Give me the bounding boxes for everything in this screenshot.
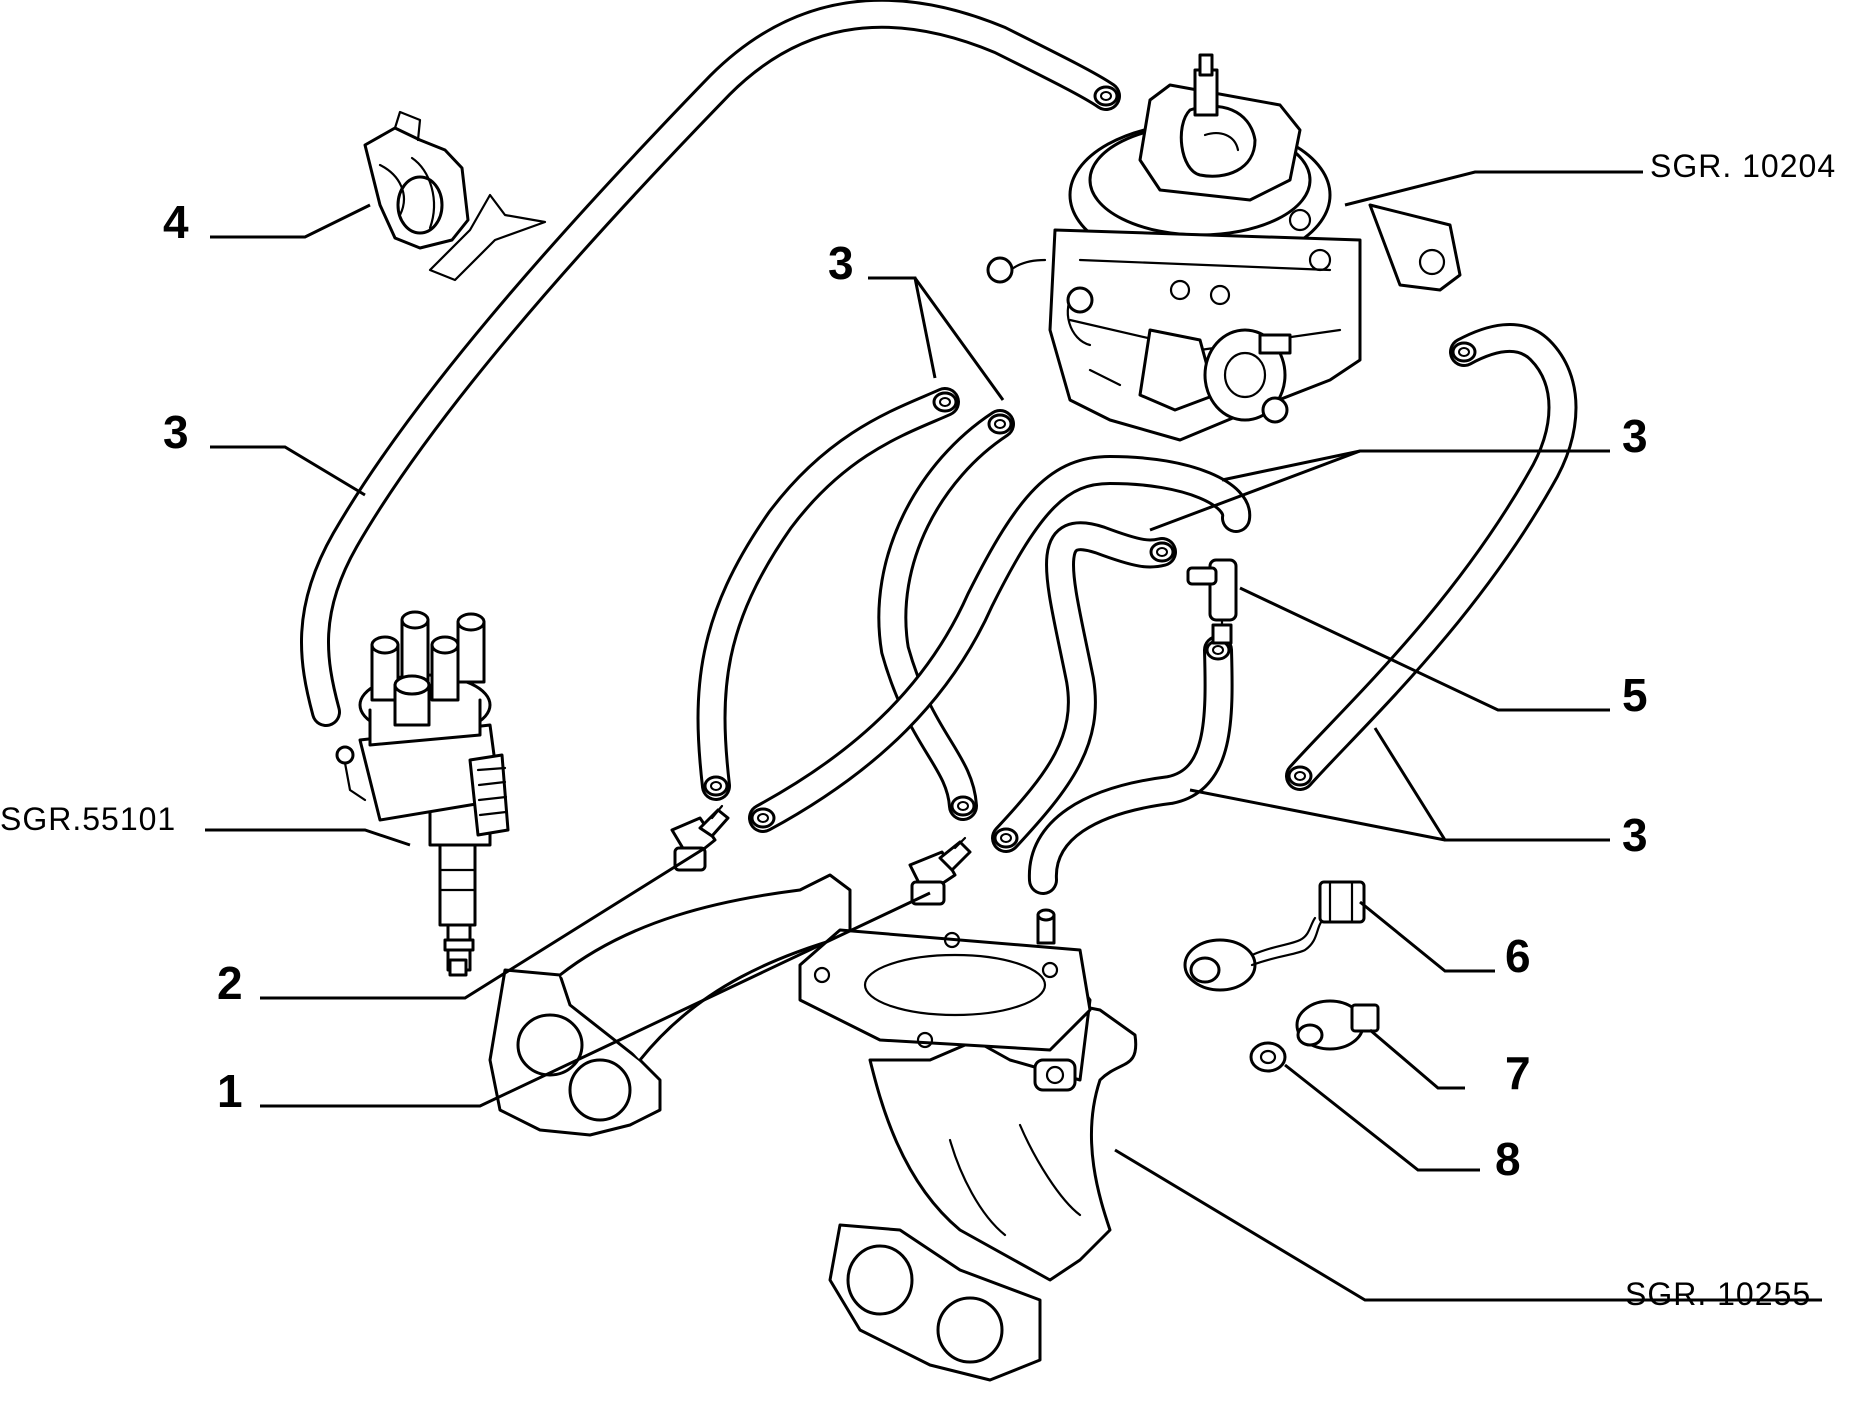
leader-lines <box>205 170 1822 1302</box>
hose-s-curve <box>991 521 1177 853</box>
intake-manifold <box>488 873 1138 1382</box>
ignition-distributor <box>335 610 510 977</box>
carburettor-assembly <box>986 53 1462 442</box>
reference-carburettor: SGR. 10204 <box>1650 148 1836 184</box>
hose-center-left <box>696 387 960 801</box>
reference-manifold: SGR. 10255 <box>1625 1276 1811 1312</box>
hose-long-left <box>300 0 1121 727</box>
reference-distributor: SGR.55101 <box>0 801 176 837</box>
hose-right-long <box>1285 323 1578 791</box>
callout-4: 4 <box>163 196 189 248</box>
vacuum-fitting-right <box>908 836 972 906</box>
vacuum-fitting-left <box>670 804 730 872</box>
switch-with-lead <box>1183 880 1366 992</box>
tee-fitting <box>1186 558 1238 645</box>
callout-3-top: 3 <box>828 237 854 289</box>
callout-3-lower: 3 <box>1622 809 1648 861</box>
callout-7: 7 <box>1505 1047 1531 1099</box>
hose-lower-j <box>1027 635 1234 895</box>
callout-3-right: 3 <box>1622 410 1648 462</box>
callout-1: 1 <box>217 1065 243 1117</box>
hose-center-right <box>877 409 1015 821</box>
hose-middle-long <box>748 454 1252 833</box>
hose-clip <box>363 110 547 282</box>
callout-6: 6 <box>1505 930 1531 982</box>
callout-2: 2 <box>217 957 243 1009</box>
sealing-washer <box>1249 1041 1287 1073</box>
temperature-sensor <box>1295 999 1380 1051</box>
callout-3-left: 3 <box>163 406 189 458</box>
callout-5: 5 <box>1622 669 1648 721</box>
callout-8: 8 <box>1495 1133 1521 1185</box>
